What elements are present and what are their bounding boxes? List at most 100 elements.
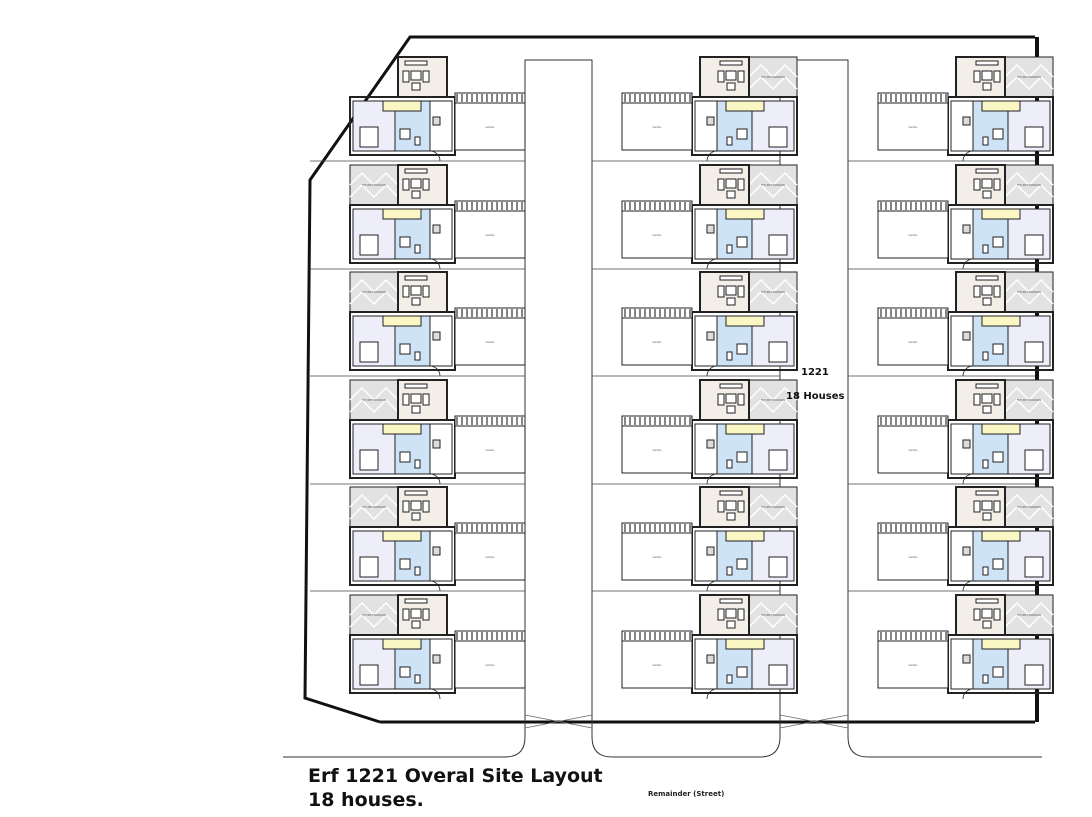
passage xyxy=(382,638,422,650)
kitchen-counter xyxy=(975,490,999,496)
toilet-icon xyxy=(414,674,421,684)
kitchen xyxy=(429,530,453,582)
shower-icon xyxy=(992,558,1004,570)
deck-pergola xyxy=(621,307,693,319)
expansion-label: FUTURE EXPANSION xyxy=(761,399,785,402)
toilet-icon xyxy=(982,136,989,146)
stove-icon xyxy=(432,116,441,126)
expansion-label: FUTURE EXPANSION xyxy=(761,506,785,509)
bed-icon xyxy=(1024,449,1044,471)
expansion-label: FUTURE EXPANSION xyxy=(362,184,386,187)
deck-pergola xyxy=(454,415,526,427)
garden-yard xyxy=(621,425,693,474)
table-icon xyxy=(725,285,737,296)
sofa-icon xyxy=(993,500,1001,513)
kitchen-counter xyxy=(404,490,428,496)
chair-icon xyxy=(726,190,736,199)
expansion-label: FUTURE EXPANSION xyxy=(1017,399,1041,402)
kitchen xyxy=(694,315,718,367)
toilet-icon xyxy=(726,244,733,254)
table-icon xyxy=(981,178,993,189)
kitchen-counter xyxy=(975,275,999,281)
kitchen xyxy=(429,208,453,260)
garden-yard xyxy=(454,532,526,581)
toilet-icon xyxy=(414,459,421,469)
table-icon xyxy=(725,500,737,511)
kitchen xyxy=(694,530,718,582)
expansion-hatch xyxy=(1004,171,1054,199)
deck-pergola xyxy=(877,92,949,104)
sofa-icon xyxy=(717,70,725,83)
toilet-icon xyxy=(726,351,733,361)
garden-label: Garden xyxy=(909,449,918,452)
door-swing-icon xyxy=(706,473,718,485)
deck-pergola xyxy=(621,522,693,534)
toilet-icon xyxy=(414,244,421,254)
expansion-hatch xyxy=(748,171,798,199)
erf-number-label: 1221 xyxy=(801,367,829,378)
kitchen xyxy=(950,638,974,690)
sofa-icon xyxy=(973,178,981,191)
garden-yard xyxy=(877,317,949,366)
sofa-icon xyxy=(973,393,981,406)
garden-yard xyxy=(877,532,949,581)
kitchen xyxy=(694,638,718,690)
garden-label: Garden xyxy=(486,449,495,452)
expansion-label: FUTURE EXPANSION xyxy=(1017,506,1041,509)
sofa-icon xyxy=(422,70,430,83)
shower-icon xyxy=(992,343,1004,355)
sofa-icon xyxy=(402,285,410,298)
kitchen xyxy=(950,100,974,152)
table-icon xyxy=(981,285,993,296)
bed-icon xyxy=(1024,126,1044,148)
kitchen-counter xyxy=(719,60,743,66)
kitchen-counter xyxy=(975,60,999,66)
passage xyxy=(981,530,1021,542)
door-swing-icon xyxy=(429,258,441,270)
door-swing-icon xyxy=(962,580,974,592)
table-icon xyxy=(725,70,737,81)
passage xyxy=(725,315,765,327)
table-icon xyxy=(410,178,422,189)
deck-pergola xyxy=(621,415,693,427)
toilet-icon xyxy=(982,351,989,361)
stove-icon xyxy=(962,546,971,556)
deck-pergola xyxy=(621,200,693,212)
kitchen xyxy=(950,208,974,260)
toilet-icon xyxy=(982,459,989,469)
door-swing-icon xyxy=(706,688,718,700)
toilet-icon xyxy=(414,566,421,576)
garden-label: Garden xyxy=(653,126,662,129)
house-unit: Garden xyxy=(349,56,526,162)
chair-icon xyxy=(982,82,992,91)
garden-label: Garden xyxy=(486,664,495,667)
expansion-hatch xyxy=(349,278,399,306)
garden-yard xyxy=(621,317,693,366)
passage xyxy=(725,530,765,542)
sofa-icon xyxy=(402,178,410,191)
bed-icon xyxy=(768,234,788,256)
toilet-icon xyxy=(982,674,989,684)
stove-icon xyxy=(962,439,971,449)
kitchen xyxy=(694,208,718,260)
passage xyxy=(382,208,422,220)
garden-label: Garden xyxy=(909,341,918,344)
sofa-icon xyxy=(737,178,745,191)
shower-icon xyxy=(736,343,748,355)
chair-icon xyxy=(982,620,992,629)
garden-yard xyxy=(621,102,693,151)
expansion-label: FUTURE EXPANSION xyxy=(362,506,386,509)
toilet-icon xyxy=(726,674,733,684)
deck-pergola xyxy=(454,200,526,212)
sofa-icon xyxy=(422,500,430,513)
passage xyxy=(981,315,1021,327)
sofa-icon xyxy=(717,608,725,621)
bed-icon xyxy=(359,449,379,471)
table-icon xyxy=(410,393,422,404)
expansion-hatch xyxy=(748,493,798,521)
